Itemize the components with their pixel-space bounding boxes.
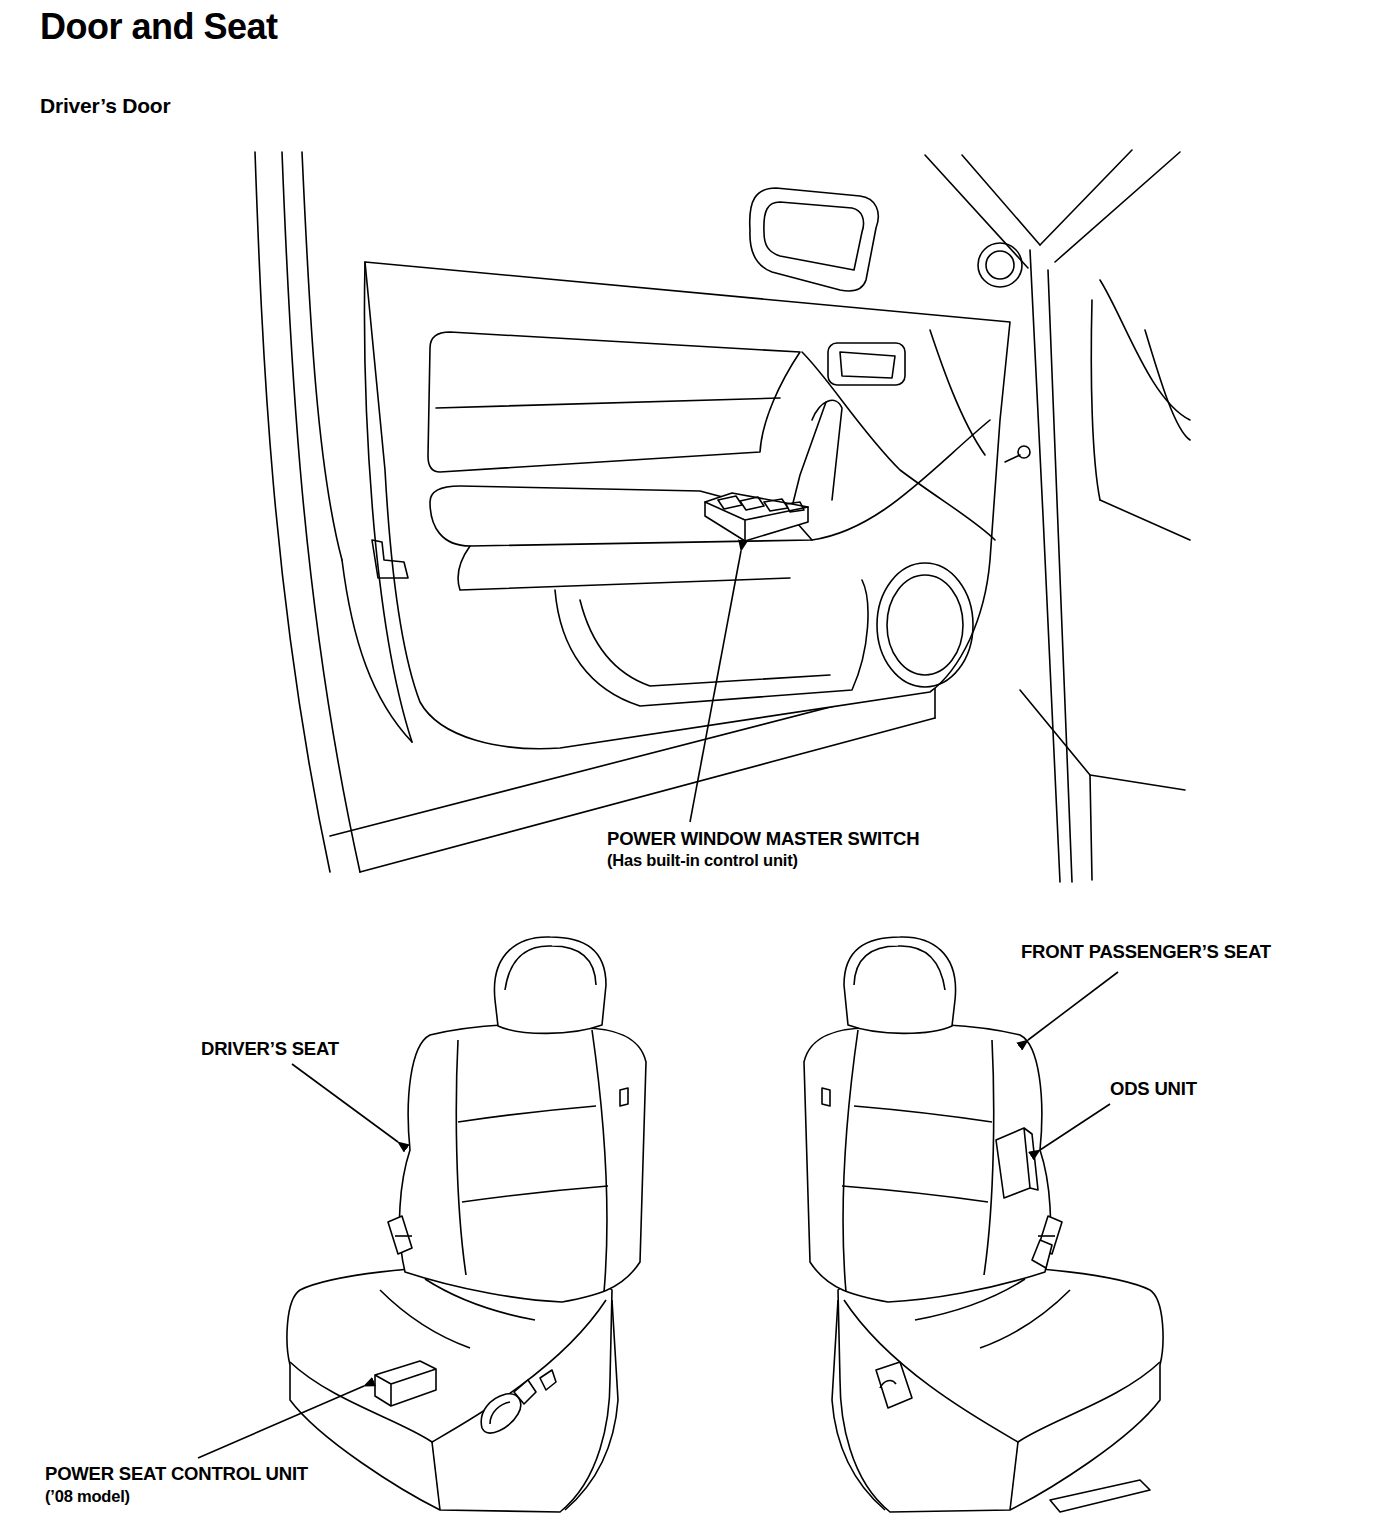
illustration-line (430, 486, 812, 546)
illustration-line (718, 496, 804, 512)
illustration-line (996, 1128, 1030, 1198)
illustration-line (1040, 1104, 1110, 1150)
illustration-line (1100, 280, 1190, 420)
illustration-line (1028, 972, 1118, 1040)
illustration-line (1005, 455, 1020, 462)
illustration-line (802, 352, 995, 540)
illustration-line (764, 202, 864, 270)
illustration-line (292, 1064, 398, 1142)
part-name: POWER WINDOW MASTER SWITCH (605, 828, 921, 849)
illustration-line (540, 1370, 556, 1390)
illustration-line (375, 1369, 436, 1406)
part-name: POWER SEAT CONTROL UNIT (43, 1463, 310, 1484)
illustration-line (705, 493, 808, 541)
illustration-line (1048, 270, 1072, 882)
illustration-line (1050, 1480, 1150, 1512)
illustration-line (828, 343, 905, 385)
illustration-line (428, 332, 800, 472)
illustration-line (198, 1386, 364, 1458)
illustration-line (282, 152, 360, 872)
illustration-line (436, 398, 780, 408)
section-heading: Driver’s Door (38, 94, 172, 118)
illustration-line (1032, 1240, 1052, 1268)
illustration-line (1100, 500, 1190, 540)
illustration-line (360, 718, 935, 872)
illustration-line (877, 563, 973, 687)
illustration-line (365, 262, 1010, 749)
illustration-line (372, 540, 408, 578)
illustration-line (812, 400, 842, 500)
illustration-line (580, 600, 830, 686)
illustration-line (1090, 775, 1092, 880)
illustration-line (690, 551, 741, 822)
illustration-line (1030, 250, 1060, 882)
illustration-line (1145, 330, 1190, 440)
illustration-line (490, 1402, 510, 1424)
door-illustration (255, 150, 1190, 882)
part-note: (Has built-in control unit) (605, 851, 800, 870)
illustration-line (1020, 690, 1185, 790)
illustration-line (375, 1361, 556, 1433)
illustration-line (481, 1394, 520, 1433)
part-note: (’08 model) (43, 1487, 132, 1506)
driver-seat-drawing (287, 937, 646, 1512)
illustration-line (876, 1128, 1150, 1512)
illustration-line (1018, 446, 1030, 458)
illustration-line (962, 155, 1040, 245)
illustration-line (375, 1361, 436, 1406)
illustration-line (302, 152, 342, 560)
illustration-line (514, 1380, 536, 1404)
page-title: Door and Seat (38, 6, 280, 47)
illustration-line (255, 152, 330, 872)
illustration-line (876, 1362, 912, 1408)
illustration-line (986, 251, 1014, 279)
part-name: FRONT PASSENGER’S SEAT (1019, 941, 1273, 962)
illustration-line (1091, 300, 1100, 500)
illustration-line (804, 937, 1163, 1512)
illustration-line (750, 188, 879, 291)
illustration-line (365, 262, 412, 742)
illustration-line (287, 937, 646, 1512)
illustration-line (880, 1381, 896, 1388)
illustration-line (555, 580, 868, 706)
illustration-line (1055, 152, 1180, 262)
part-name: DRIVER’S SEAT (199, 1038, 341, 1059)
leader-lines (198, 551, 1118, 1458)
illustration-line (930, 330, 985, 455)
illustration-line (840, 352, 895, 378)
illustration-line (790, 402, 826, 515)
illustration-line (1040, 150, 1132, 245)
illustration-line (1024, 1128, 1038, 1190)
part-name: ODS UNIT (1108, 1078, 1199, 1099)
passenger-seat-drawing (804, 937, 1163, 1512)
illustration-line (978, 243, 1022, 287)
illustration-line (887, 575, 963, 675)
